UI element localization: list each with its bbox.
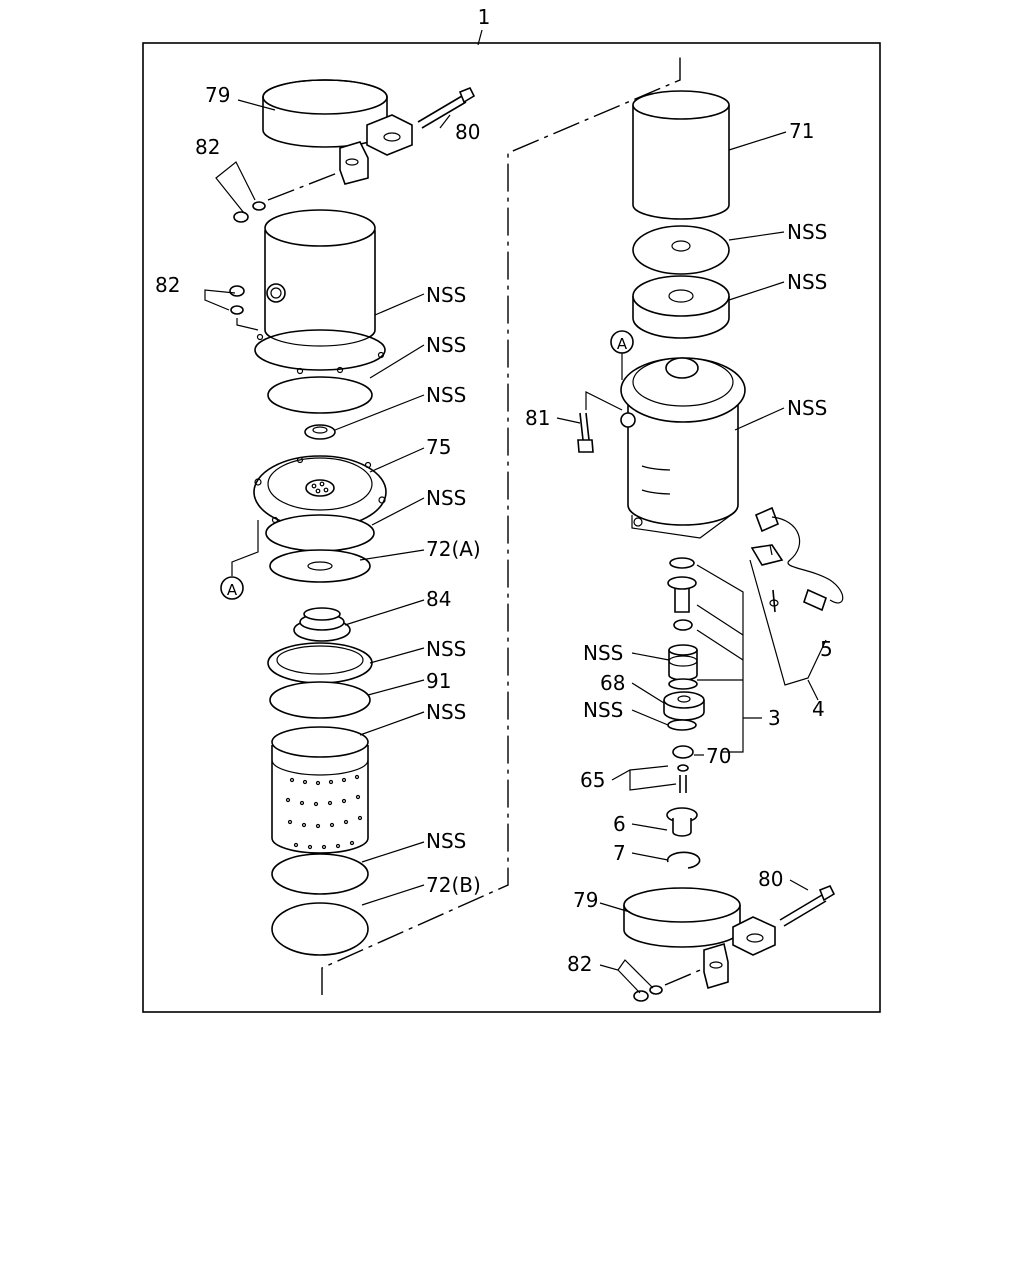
label-84: 84 [426,587,451,611]
plate-72a [269,549,371,583]
group-bracket-4 [749,559,827,701]
disk-right-upper [632,225,730,275]
label-82-top: 82 [195,135,220,159]
valve-body-nss [668,644,698,681]
label-ref-a-right: A [617,335,628,353]
label-81: 81 [525,406,550,430]
plate-72b [271,902,369,956]
spring-84 [293,607,351,642]
label-82-bottom: 82 [567,952,592,976]
label-assembly-number: 1 [478,5,491,29]
o-ring-top [669,557,695,569]
label-7: 7 [613,841,626,865]
label-6: 6 [613,812,626,836]
label-68: 68 [600,671,625,695]
nut-washer-mid-left [229,285,259,331]
label-nss-oring: NSS [583,698,623,722]
assembly-frame [142,42,881,1013]
bolt-81 [577,391,623,453]
label-4: 4 [812,697,825,721]
label-nss-seal: NSS [426,383,466,407]
bolt-top-left [417,86,476,129]
ball-70 [672,745,694,759]
snap-ring-7 [666,851,701,869]
label-79-top: 79 [205,83,230,107]
nut-washer-bottom-right [633,967,706,1002]
label-nss-can: NSS [426,283,466,307]
label-nss-gasket1: NSS [426,333,466,357]
cylinder-71 [632,90,730,220]
bolt-bottom-right [779,884,836,927]
label-3: 3 [768,706,781,730]
washer-65 [677,764,689,772]
label-nss-disk: NSS [426,829,466,853]
label-nss-gasket2: NSS [426,486,466,510]
plate-right [632,275,730,339]
cover-plate-75 [253,455,387,530]
label-ref-a-left: A [227,581,238,599]
clamp-band-top-left [262,79,413,185]
small-ring [673,619,693,631]
label-82-mid: 82 [155,273,180,297]
label-nss-r2: NSS [787,270,827,294]
label-nss-housing: NSS [787,396,827,420]
label-72b: 72(B) [426,873,481,897]
small-seal-left [304,424,336,440]
seal-ring-left [267,642,373,684]
clamp-band-bottom-right [623,887,776,990]
seat-68 [663,691,705,721]
leader-assembly [477,29,483,46]
o-ring-lower [667,719,697,731]
filter-element [271,726,369,854]
nut-washer-top-left [233,171,341,223]
label-nss-ring: NSS [426,637,466,661]
screw-65 [679,775,687,793]
label-79-bottom: 79 [573,888,598,912]
label-70: 70 [706,744,731,768]
label-72a: 72(A) [426,537,481,561]
valve-stem [667,576,697,613]
disk-lower-left [271,853,369,895]
sensor-harness-5 [750,506,844,613]
label-nss-r1: NSS [787,220,827,244]
callout-labels: 79 80 82 82 NSS NSS NSS 75 NSS 72(A) 84 … [155,83,833,976]
label-nss-filter: NSS [426,700,466,724]
label-80-top: 80 [455,120,480,144]
plug-6 [666,807,698,837]
label-91: 91 [426,669,451,693]
label-75: 75 [426,435,451,459]
ring-91 [269,681,371,719]
label-nss-valve: NSS [583,641,623,665]
gasket-ring-left [267,376,373,414]
leader-lines [204,99,809,994]
label-5: 5 [820,637,833,661]
label-65: 65 [580,768,605,792]
leader-ref-a-left [231,520,259,576]
explode-axis [321,53,681,995]
label-71: 71 [789,119,814,143]
filter-housing [620,357,746,539]
o-ring-mid [668,678,698,690]
group-bracket-3 [696,564,762,753]
gasket-lower-left [265,514,375,552]
label-80-bottom: 80 [758,867,783,891]
ref-mark-a-left [220,576,244,600]
upper-canister [254,209,386,375]
